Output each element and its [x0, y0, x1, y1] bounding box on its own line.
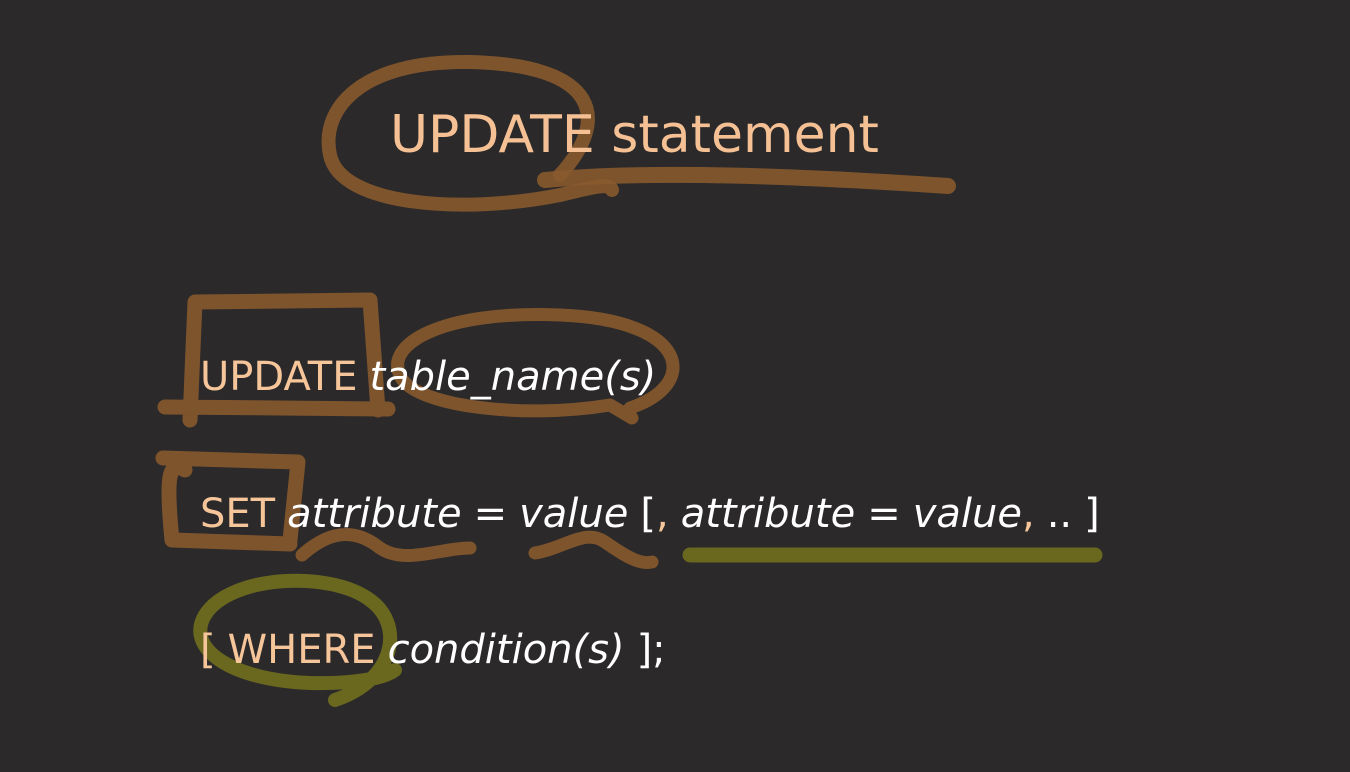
optional-open-bracket: [	[640, 491, 656, 537]
set-keyword: SET	[200, 491, 276, 537]
optional-close-bracket: ]	[1084, 491, 1100, 537]
optional-comma-1: ,	[655, 491, 669, 537]
table-name-placeholder: table_name(s)	[369, 354, 657, 400]
attribute-placeholder-1: attribute	[287, 491, 462, 537]
ellipsis: ..	[1046, 491, 1073, 537]
update-keyword: UPDATE	[200, 354, 358, 400]
value-placeholder-2: value	[912, 491, 1022, 537]
value-placeholder-1: value	[519, 491, 629, 537]
attribute-placeholder-2: attribute	[680, 491, 856, 537]
condition-placeholder: condition(s)	[387, 627, 625, 673]
value-squiggle-stroke	[528, 530, 659, 570]
update-box-stroke	[157, 292, 396, 428]
where-circle-stroke	[193, 573, 402, 707]
slide-title: UPDATE statement	[390, 105, 879, 165]
attribute-squiggle-stroke	[295, 528, 477, 562]
where-keyword: WHERE	[227, 627, 376, 673]
title-underline-stroke	[537, 166, 956, 194]
table-circle-stroke	[391, 308, 680, 425]
where-open-bracket: [	[200, 627, 216, 673]
equals-sign-2: =	[867, 491, 901, 537]
title-circle-stroke	[321, 54, 619, 212]
optional-comma-2: ,	[1021, 491, 1035, 537]
equals-sign-1: =	[473, 491, 508, 537]
where-close-semicolon: ];	[636, 627, 666, 673]
set-box-stroke	[155, 450, 306, 552]
